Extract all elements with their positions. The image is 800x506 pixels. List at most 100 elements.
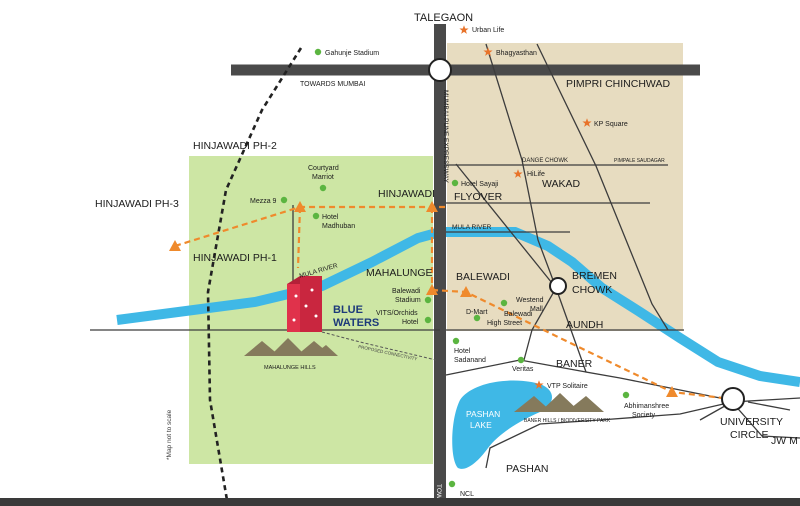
abhimanshree-society-dot [622, 391, 630, 399]
route-lines [174, 205, 741, 402]
hotel-sayaji-dot [451, 179, 459, 187]
vtp-solitaire-label: VTP Solitaire [547, 383, 588, 390]
hotel-sadanand-dot [452, 337, 460, 345]
bremen-chowk-junction [549, 277, 567, 295]
mahalunge-hills-label: MAHALUNGE HILLS [264, 365, 316, 371]
urban-life-label: Urban Life [472, 27, 504, 34]
route-university [431, 288, 741, 402]
mula-river [116, 227, 800, 387]
vits-orchids-dot [424, 316, 432, 324]
balewadi-stadium-label-1: Balewadi [392, 288, 421, 295]
bhagyasthan-label: Bhagyasthan [496, 50, 537, 57]
balewadi-high-street-dot [473, 314, 481, 322]
hinjawadi-ph2-label: HINJAWADI PH-2 [193, 140, 277, 152]
hotel-madhuban-dot [312, 212, 320, 220]
vits-orchids-label-1: VITS/Orchids [376, 310, 418, 317]
map-scale-note: *Map not to scale [166, 409, 173, 460]
balewadi-road [523, 287, 557, 361]
pimple-saudagar-label: PIMPALE SAUDAGAR [614, 158, 665, 164]
hinjawadi-ph1-label: HINJAWADI PH-1 [193, 252, 277, 264]
mahalunge-label: MAHALUNGE [366, 267, 433, 279]
abhimanshree-label-2: Society [632, 412, 655, 419]
mula-river-road-label: MULA RIVER [452, 224, 492, 231]
route-marker-triangle [294, 201, 306, 212]
expressway-bottom-label: TOW [435, 484, 442, 500]
pashan-lake-label-1: PASHAN [466, 409, 500, 419]
baner-hills-label: BANER HILLS / BIODIVERSITY PARK [524, 418, 611, 424]
hotel-madhuban-label-1: Hotel [322, 214, 339, 221]
pashan-label: PASHAN [506, 463, 548, 475]
route-marker-triangle [426, 201, 438, 212]
gahunje-stadium-dot [314, 48, 322, 56]
expressway-label: MUMBAI-PUNE EXPRESSWAY [442, 90, 449, 183]
mezza-9-label: Mezza 9 [250, 198, 277, 205]
hotel-sadanand-label-2: Sadanand [454, 357, 486, 364]
ncl-label: NCL [460, 491, 474, 498]
baner-hills [514, 393, 604, 412]
baner-label: BANER [556, 358, 593, 370]
circle-label: CIRCLE [730, 429, 769, 441]
bottom-bar [0, 498, 800, 506]
university-jw-road [699, 401, 800, 439]
landmark-dots [280, 48, 630, 488]
hotel-sadanand-label-1: Hotel [454, 348, 471, 355]
balewadi-stadium-dot [424, 296, 432, 304]
hotel-sayaji-label: Hotel Sayaji [461, 181, 499, 188]
dmart-dot [500, 299, 508, 307]
hotel-madhuban-label-2: Madhuban [322, 223, 355, 230]
hilife-label: HiLife [527, 171, 545, 178]
route-hinjawadi [174, 205, 446, 248]
blue-waters-label-2: WATERS [333, 317, 379, 329]
route-ph1-link [296, 206, 302, 269]
veritas-label: Veritas [512, 366, 534, 373]
kp-square-label: KP Square [594, 121, 628, 128]
pimpri-road [536, 43, 669, 331]
veritas-dot [517, 356, 525, 364]
aundh-university-road [555, 287, 731, 401]
hinjawadi-label: HINJAWADI [378, 188, 435, 200]
proposed-ring-road [206, 47, 303, 506]
urban-life-star [459, 25, 469, 34]
route-marker-triangle [169, 240, 181, 251]
wakad-road [485, 43, 557, 289]
vits-orchids-label-2: Hotel [402, 319, 419, 326]
pimpri-chinchwad-label: PIMPRI CHINCHWAD [566, 78, 670, 90]
marriot-label: Marriot [312, 174, 334, 181]
route-marker-triangle [460, 286, 472, 297]
courtyard-label: Courtyard [308, 165, 339, 172]
blue-waters-label-1: BLUE [333, 304, 363, 316]
university-east-road [747, 401, 791, 411]
ncl-dot [448, 480, 456, 488]
balewadi-label: BALEWADI [456, 271, 510, 283]
roads [90, 24, 800, 506]
jw-label: JW M [771, 435, 798, 447]
wakad-bremen-road [455, 163, 557, 289]
route-marker-triangle [666, 386, 678, 397]
balewadi-high-street-label-1: Balewadi [504, 311, 533, 318]
hinjawadi-ph3-label: HINJAWADI PH-3 [95, 198, 179, 210]
talegaon-junction [428, 58, 452, 82]
university-label: UNIVERSITY [720, 416, 783, 428]
bremen-label: BREMEN [572, 270, 617, 282]
talegaon-label: TALEGAON [414, 12, 473, 24]
dange-chowk-label: DANGE CHOWK [522, 158, 568, 164]
aundh-label: AUNDH [566, 319, 603, 331]
wakad-label: WAKAD [542, 178, 581, 190]
blue-waters-project [287, 276, 322, 332]
westend-label-1: Westend [516, 297, 544, 304]
route-marker-triangle [426, 284, 438, 295]
towards-mumbai-label: TOWARDS MUMBAI [300, 81, 365, 88]
university-circle-junction [721, 387, 745, 411]
abhimanshree-label-1: Abhimanshree [624, 403, 669, 410]
chowk-label: CHOWK [572, 284, 612, 296]
balewadi-stadium-label-2: Stadium [395, 297, 421, 304]
flyover-label: FLYOVER [454, 191, 503, 203]
balewadi-high-street-label-2: High Street [487, 320, 522, 327]
pashan-lake-label-2: LAKE [470, 420, 492, 430]
mezza-9-dot [280, 196, 288, 204]
westend-label-2: Mall [530, 306, 543, 313]
mahalunge-hills [244, 338, 338, 356]
dmart-label: D-Mart [466, 309, 487, 316]
